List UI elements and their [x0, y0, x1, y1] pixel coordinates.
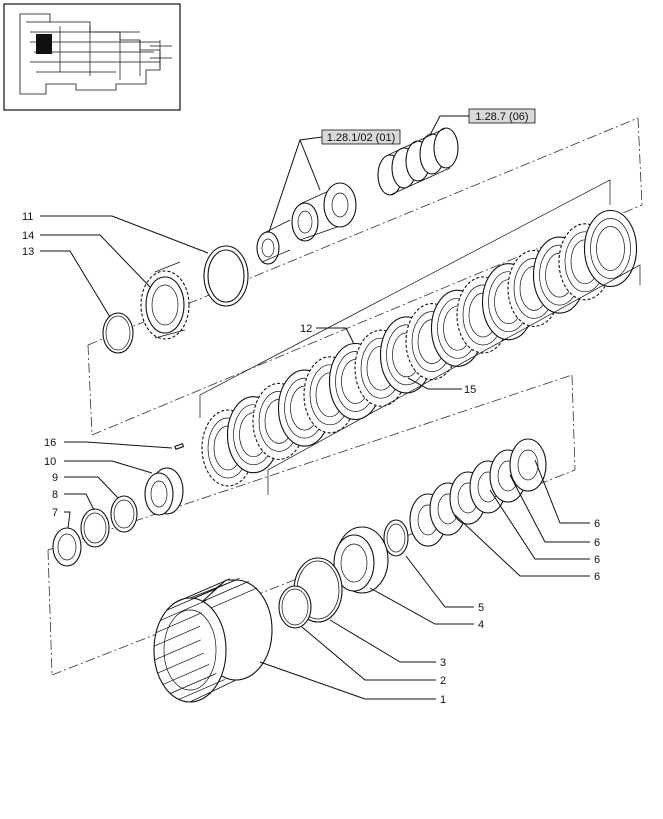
callout-7: 7: [52, 507, 58, 519]
part-1-clutch-drum: [153, 577, 273, 703]
part-13-ring: [102, 312, 134, 354]
callout-labels: 11 14 13 12 15 16 10 9 8 7 6 6 6 6 5 4 3…: [22, 211, 600, 706]
ref-box-1[interactable]: 1.28.1/02 (01): [321, 129, 401, 145]
leaders: [40, 215, 590, 700]
callout-15: 15: [464, 384, 476, 396]
callout-14: 14: [22, 230, 34, 242]
clutch-disc-pack: [201, 209, 638, 487]
callout-9: 9: [52, 472, 58, 484]
ref-box-2[interactable]: 1.28.7 (06): [468, 108, 536, 124]
callout-8: 8: [52, 489, 58, 501]
part-11-snap-ring: [203, 245, 249, 307]
callout-1: 1: [440, 694, 446, 706]
callout-16: 16: [44, 437, 56, 449]
callout-10: 10: [44, 456, 56, 468]
part-7-bearing-ring: [52, 527, 82, 567]
part-16-pin: [174, 442, 185, 450]
upper-hub-parts: [256, 127, 459, 265]
ref-box-1-label: 1.28.1/02 (01): [327, 132, 396, 144]
callout-6-c: 6: [594, 554, 600, 566]
part-2-seal: [278, 585, 312, 629]
disc-pack-bracket: [199, 179, 641, 495]
part-9-ring: [110, 495, 138, 533]
locator-thumbnail: [3, 3, 181, 111]
callout-13: 13: [22, 246, 34, 258]
callout-5: 5: [478, 602, 484, 614]
part-14-gear: [140, 261, 190, 340]
callout-4: 4: [478, 619, 484, 631]
callout-12: 12: [300, 323, 312, 335]
callout-2: 2: [440, 675, 446, 687]
part-4-piston: [333, 526, 389, 594]
callout-6-b: 6: [594, 537, 600, 549]
callout-6-d: 6: [594, 571, 600, 583]
part-10-hub: [144, 467, 184, 516]
callout-11: 11: [22, 211, 33, 223]
callout-6-a: 6: [594, 518, 600, 530]
callout-3: 3: [440, 657, 446, 669]
part-6-washers: [409, 438, 547, 547]
part-5-ring: [383, 519, 409, 557]
part-8-ring: [80, 508, 110, 548]
ref-box-2-label: 1.28.7 (06): [475, 111, 528, 123]
ref-leaders: [267, 115, 469, 236]
